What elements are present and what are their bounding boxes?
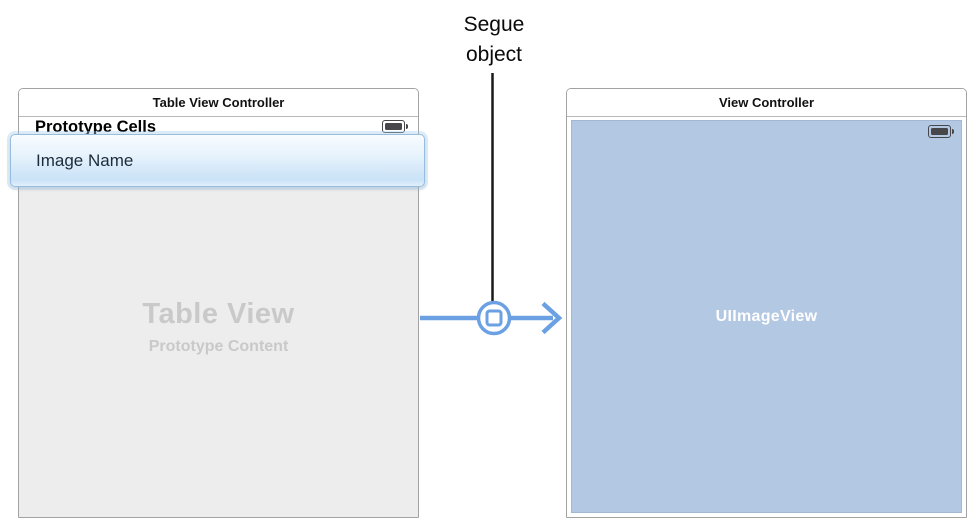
view-controller-titlebar[interactable]: View Controller <box>567 89 966 117</box>
uiimageview-canvas[interactable]: UIImageView <box>571 120 962 513</box>
view-controller-title: View Controller <box>718 95 815 110</box>
prototype-cells-section: Prototype Cells <box>19 117 418 137</box>
battery-icon <box>382 120 409 133</box>
segue-arrowhead <box>541 301 563 335</box>
table-view-placeholder-subtitle: Prototype Content <box>148 338 289 355</box>
segue-annotation-line1: Segue <box>463 13 525 36</box>
table-view-canvas[interactable]: Table View Prototype Content <box>19 137 418 517</box>
prototype-cells-label: Prototype Cells <box>35 118 157 136</box>
battery-fill <box>930 127 948 135</box>
segue-circle-icon[interactable] <box>476 300 512 336</box>
segue-square-glyph <box>485 309 503 327</box>
prototype-cell-selected[interactable]: Image Name <box>10 134 425 187</box>
segue-annotation-label: Segue object <box>433 10 555 70</box>
battery-body <box>382 120 405 133</box>
prototype-cell-label: Image Name <box>36 150 134 170</box>
table-view-controller-title: Table View Controller <box>152 95 285 110</box>
uiimageview-label: UIImageView <box>715 307 818 325</box>
battery-body <box>928 125 951 138</box>
segue-annotation-line2: object <box>465 43 523 66</box>
table-view-controller-titlebar[interactable]: Table View Controller <box>19 89 418 117</box>
battery-fill <box>384 122 402 130</box>
battery-icon <box>928 125 955 138</box>
battery-tip <box>951 129 954 134</box>
battery-tip <box>405 124 408 129</box>
view-controller-scene[interactable]: View Controller UIImageView <box>566 88 967 518</box>
table-view-placeholder-title: Table View <box>142 298 295 330</box>
